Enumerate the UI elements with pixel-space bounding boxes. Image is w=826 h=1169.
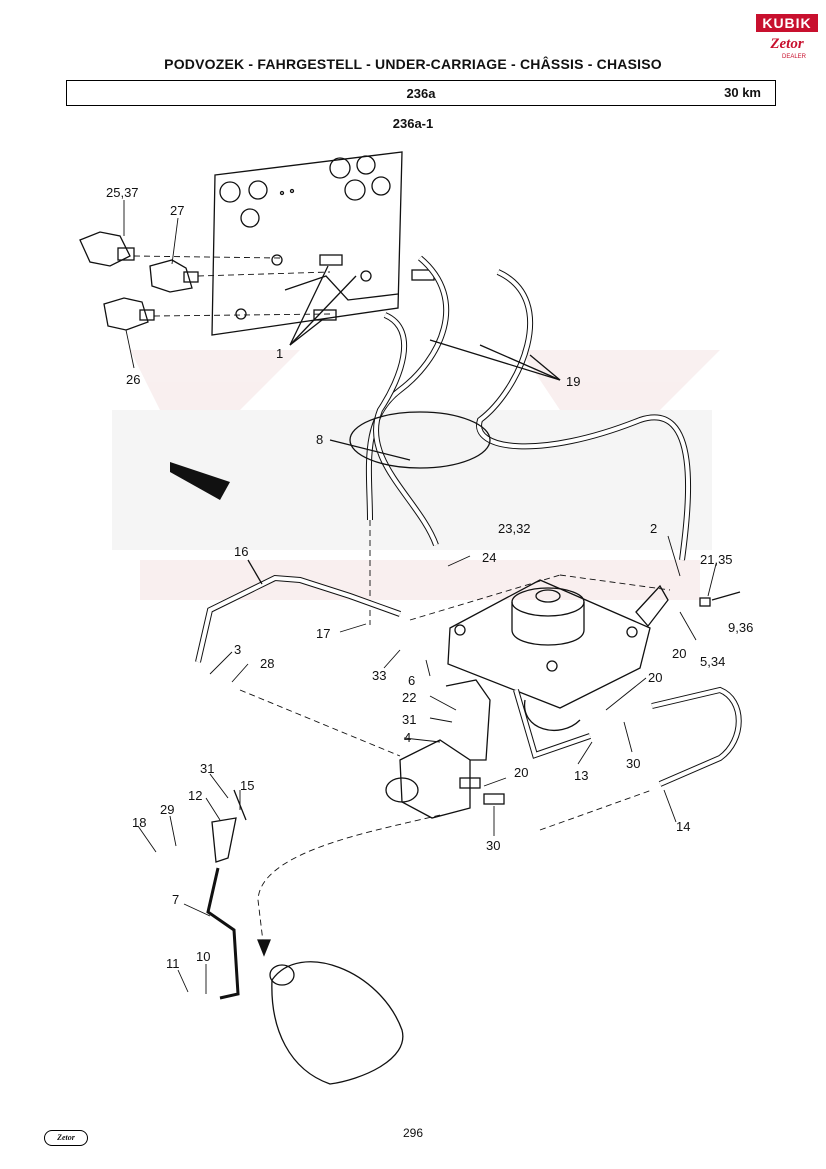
callout: 20 bbox=[514, 765, 528, 780]
logo-dealer: DEALER bbox=[782, 54, 807, 60]
relay-valve-4 bbox=[385, 679, 505, 819]
callout: 16 bbox=[234, 544, 248, 559]
callout: 8 bbox=[316, 432, 323, 447]
callout: 6 bbox=[408, 673, 415, 688]
leader-lines bbox=[123, 200, 717, 994]
brake-valve-23-32 bbox=[447, 579, 651, 731]
callout: 10 bbox=[196, 949, 210, 964]
coupling-head-25-37 bbox=[79, 231, 135, 267]
callout: 4 bbox=[404, 730, 411, 745]
callout: 20 bbox=[648, 670, 662, 685]
callout: 14 bbox=[676, 819, 690, 834]
coupling-head-27 bbox=[149, 259, 199, 293]
callout: 5,34 bbox=[700, 654, 725, 669]
callout: 23,32 bbox=[498, 521, 531, 536]
callout: 30 bbox=[486, 838, 500, 853]
page-title: PODVOZEK - FAHRGESTELL - UNDER-CARRIAGE … bbox=[164, 56, 662, 72]
callout: 11 bbox=[166, 956, 180, 971]
callout: 31 bbox=[402, 712, 416, 727]
page-number: 296 bbox=[402, 1126, 424, 1140]
callout: 33 bbox=[372, 668, 386, 683]
coupling-head-26 bbox=[103, 297, 155, 331]
logo-zetor: Zetor bbox=[770, 36, 804, 52]
callout: 19 bbox=[566, 374, 580, 389]
callout: 25,37 bbox=[106, 185, 139, 200]
kubik-zetor-logo: KUBIK Zetor DEALER bbox=[756, 12, 818, 72]
callout: 18 bbox=[132, 815, 146, 830]
callout: 1 bbox=[276, 346, 283, 361]
drawing bbox=[79, 151, 742, 1085]
section-code: 236a bbox=[406, 86, 436, 101]
callout: 9,36 bbox=[728, 620, 753, 635]
callout: 26 bbox=[126, 372, 140, 387]
callout: 29 bbox=[160, 802, 174, 817]
strap-8 bbox=[349, 411, 491, 469]
logo-kubik: KUBIK bbox=[756, 14, 818, 32]
callout: 21,35 bbox=[700, 552, 733, 567]
mounting-panel bbox=[211, 151, 403, 336]
callout: 2 bbox=[650, 521, 657, 536]
callout: 27 bbox=[170, 203, 184, 218]
figure-code: 236a-1 bbox=[392, 116, 434, 131]
direction-arrow bbox=[170, 462, 230, 500]
callout: 20 bbox=[672, 646, 686, 661]
callout: 31 bbox=[200, 761, 214, 776]
callout: 17 bbox=[316, 626, 330, 641]
callouts: 25,37 27 1 26 19 8 23,32 2 21,35 24 16 9… bbox=[106, 185, 753, 971]
callout: 3 bbox=[234, 642, 241, 657]
callout: 24 bbox=[482, 550, 496, 565]
callout: 12 bbox=[188, 788, 202, 803]
panel-hole bbox=[219, 181, 241, 203]
speed-label: 30 km bbox=[724, 85, 761, 100]
callout: 28 bbox=[260, 656, 274, 671]
callout: 15 bbox=[240, 778, 254, 793]
footer-zetor-logo: Zetor bbox=[44, 1130, 88, 1146]
callout: 30 bbox=[626, 756, 640, 771]
callout: 13 bbox=[574, 768, 588, 783]
callout: 22 bbox=[402, 690, 416, 705]
air-tank bbox=[269, 961, 404, 1085]
callout: 7 bbox=[172, 892, 179, 907]
header-box: 236a 30 km bbox=[66, 80, 776, 106]
